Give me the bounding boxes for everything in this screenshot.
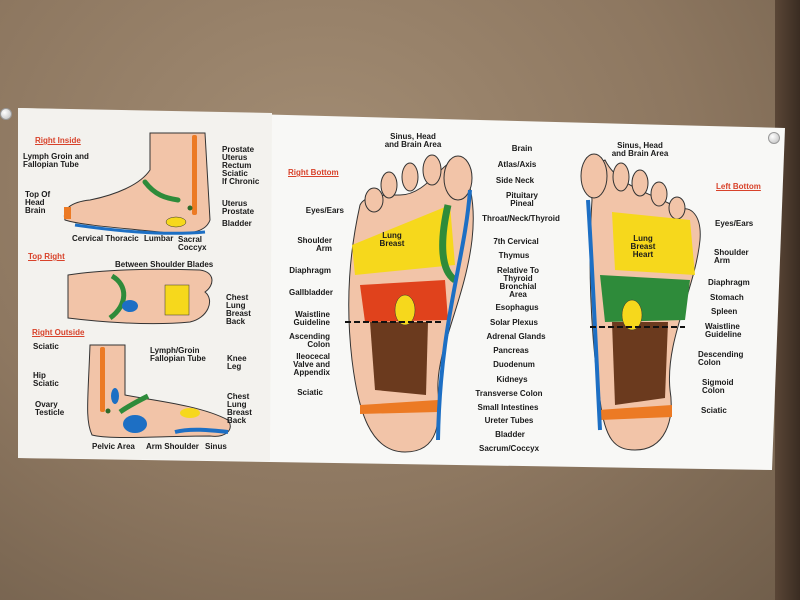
zone-lung-breast-heart: Lung Breast Heart [630,234,656,259]
label-duodenum: Duodenum [493,360,535,369]
label-sciatic-left: Sciatic [701,406,727,415]
label-atlas-axis: Atlas/Axis [497,160,537,169]
pushpin-left [0,108,12,120]
label-sinus-right: Sinus, Head and Brain Area [384,132,442,149]
right-outside-foot [87,344,231,439]
zone-lung-breast: Lung Breast [379,231,405,248]
label-gallbladder: Gallbladder [288,288,333,297]
label-sciatic-right: Sciatic [297,388,323,397]
label-side-neck: Side Neck [495,176,535,185]
title-right-inside: Right Inside [35,136,81,145]
label-lumbar: Lumbar [144,234,174,243]
top-right-foot [67,268,213,325]
label-bladder-side: Bladder [222,219,252,228]
label-shoulder-arm-left: Shoulder Arm [714,248,749,265]
label-pancreas: Pancreas [493,346,529,355]
label-esophagus: Esophagus [495,303,539,312]
label-arm-shoulder: Arm Shoulder [146,442,199,451]
label-knee-leg: Knee Leg [227,354,247,371]
label-prostate-group: Prostate Uterus Rectum Sciatic If Chroni… [222,145,260,186]
label-ileocecal: Ileocecal Valve and Appendix [293,352,330,377]
label-between-shoulder-blades: Between Shoulder Blades [115,260,214,269]
label-diaphragm-right: Diaphragm [289,266,331,275]
label-pituitary-pineal: Pituitary Pineal [505,191,539,208]
label-lymph-fallopian: Lymph/Groin Fallopian Tube [150,346,206,363]
label-transverse-colon: Transverse Colon [475,389,543,398]
label-ovary-testicle: Ovary Testicle [35,400,65,417]
label-ureter-tubes: Ureter Tubes [484,416,534,425]
label-cervical-thoracic: Cervical Thoracic [72,234,139,243]
label-sigmoid-colon: Sigmoid Colon [702,378,734,395]
label-solar-plexus: Solar Plexus [489,318,539,327]
label-thymus: Thymus [498,251,530,260]
label-eyes-ears-right: Eyes/Ears [305,206,344,215]
label-sciatic-outside: Sciatic [33,342,59,351]
label-ascending-colon: Ascending Colon [289,332,330,349]
right-inside-foot [63,132,211,235]
label-top-of-head: Top Of Head Brain [25,190,51,215]
title-right-outside: Right Outside [32,328,85,337]
label-eyes-ears-left: Eyes/Ears [715,219,754,228]
label-brain: Brain [511,144,533,153]
title-right-bottom: Right Bottom [288,168,339,177]
label-throat-neck-thyroid: Throat/Neck/Thyroid [482,214,560,223]
label-descending-colon: Descending Colon [698,350,744,367]
pushpin-right [768,132,780,144]
wall-edge-shadow [775,0,800,600]
right-bottom-sole [345,154,474,453]
label-kidneys: Kidneys [496,375,528,384]
label-lymph-groin: Lymph Groin and Fallopian Tube [23,152,89,169]
label-hip-sciatic: Hip Sciatic [33,371,59,388]
label-uterus-prostate: Uterus Prostate [222,199,255,216]
label-diaphragm-left: Diaphragm [708,278,750,287]
label-sacrum-coccyx: Sacrum/Coccyx [478,444,540,453]
label-7th-cervical: 7th Cervical [493,237,539,246]
label-small-intestines: Small Intestines [477,403,539,412]
label-spleen: Spleen [711,307,738,316]
label-sacral-coccyx: Sacral Coccyx [178,235,207,252]
label-shoulder-arm-right: Shoulder Arm [297,236,332,253]
label-pelvic-area: Pelvic Area [92,442,135,451]
label-sinus-outside: Sinus [205,442,227,451]
label-adrenal-glands: Adrenal Glands [486,332,546,341]
label-waistline-right: Waistline Guideline [293,310,330,327]
title-top-right: Top Right [28,252,65,261]
label-thyroid-bronchial: Relative To Thyroid Bronchial Area [496,266,540,299]
label-waistline-left: Waistline Guideline [705,322,742,339]
label-stomach: Stomach [710,293,744,302]
left-bottom-sole [580,153,701,451]
label-chest-top: Chest Lung Breast Back [226,293,251,326]
label-chest-outside: Chest Lung Breast Back [227,392,252,425]
label-bladder: Bladder [495,430,525,439]
label-sinus-left: Sinus, Head and Brain Area [611,141,669,158]
title-left-bottom: Left Bottom [716,182,761,191]
